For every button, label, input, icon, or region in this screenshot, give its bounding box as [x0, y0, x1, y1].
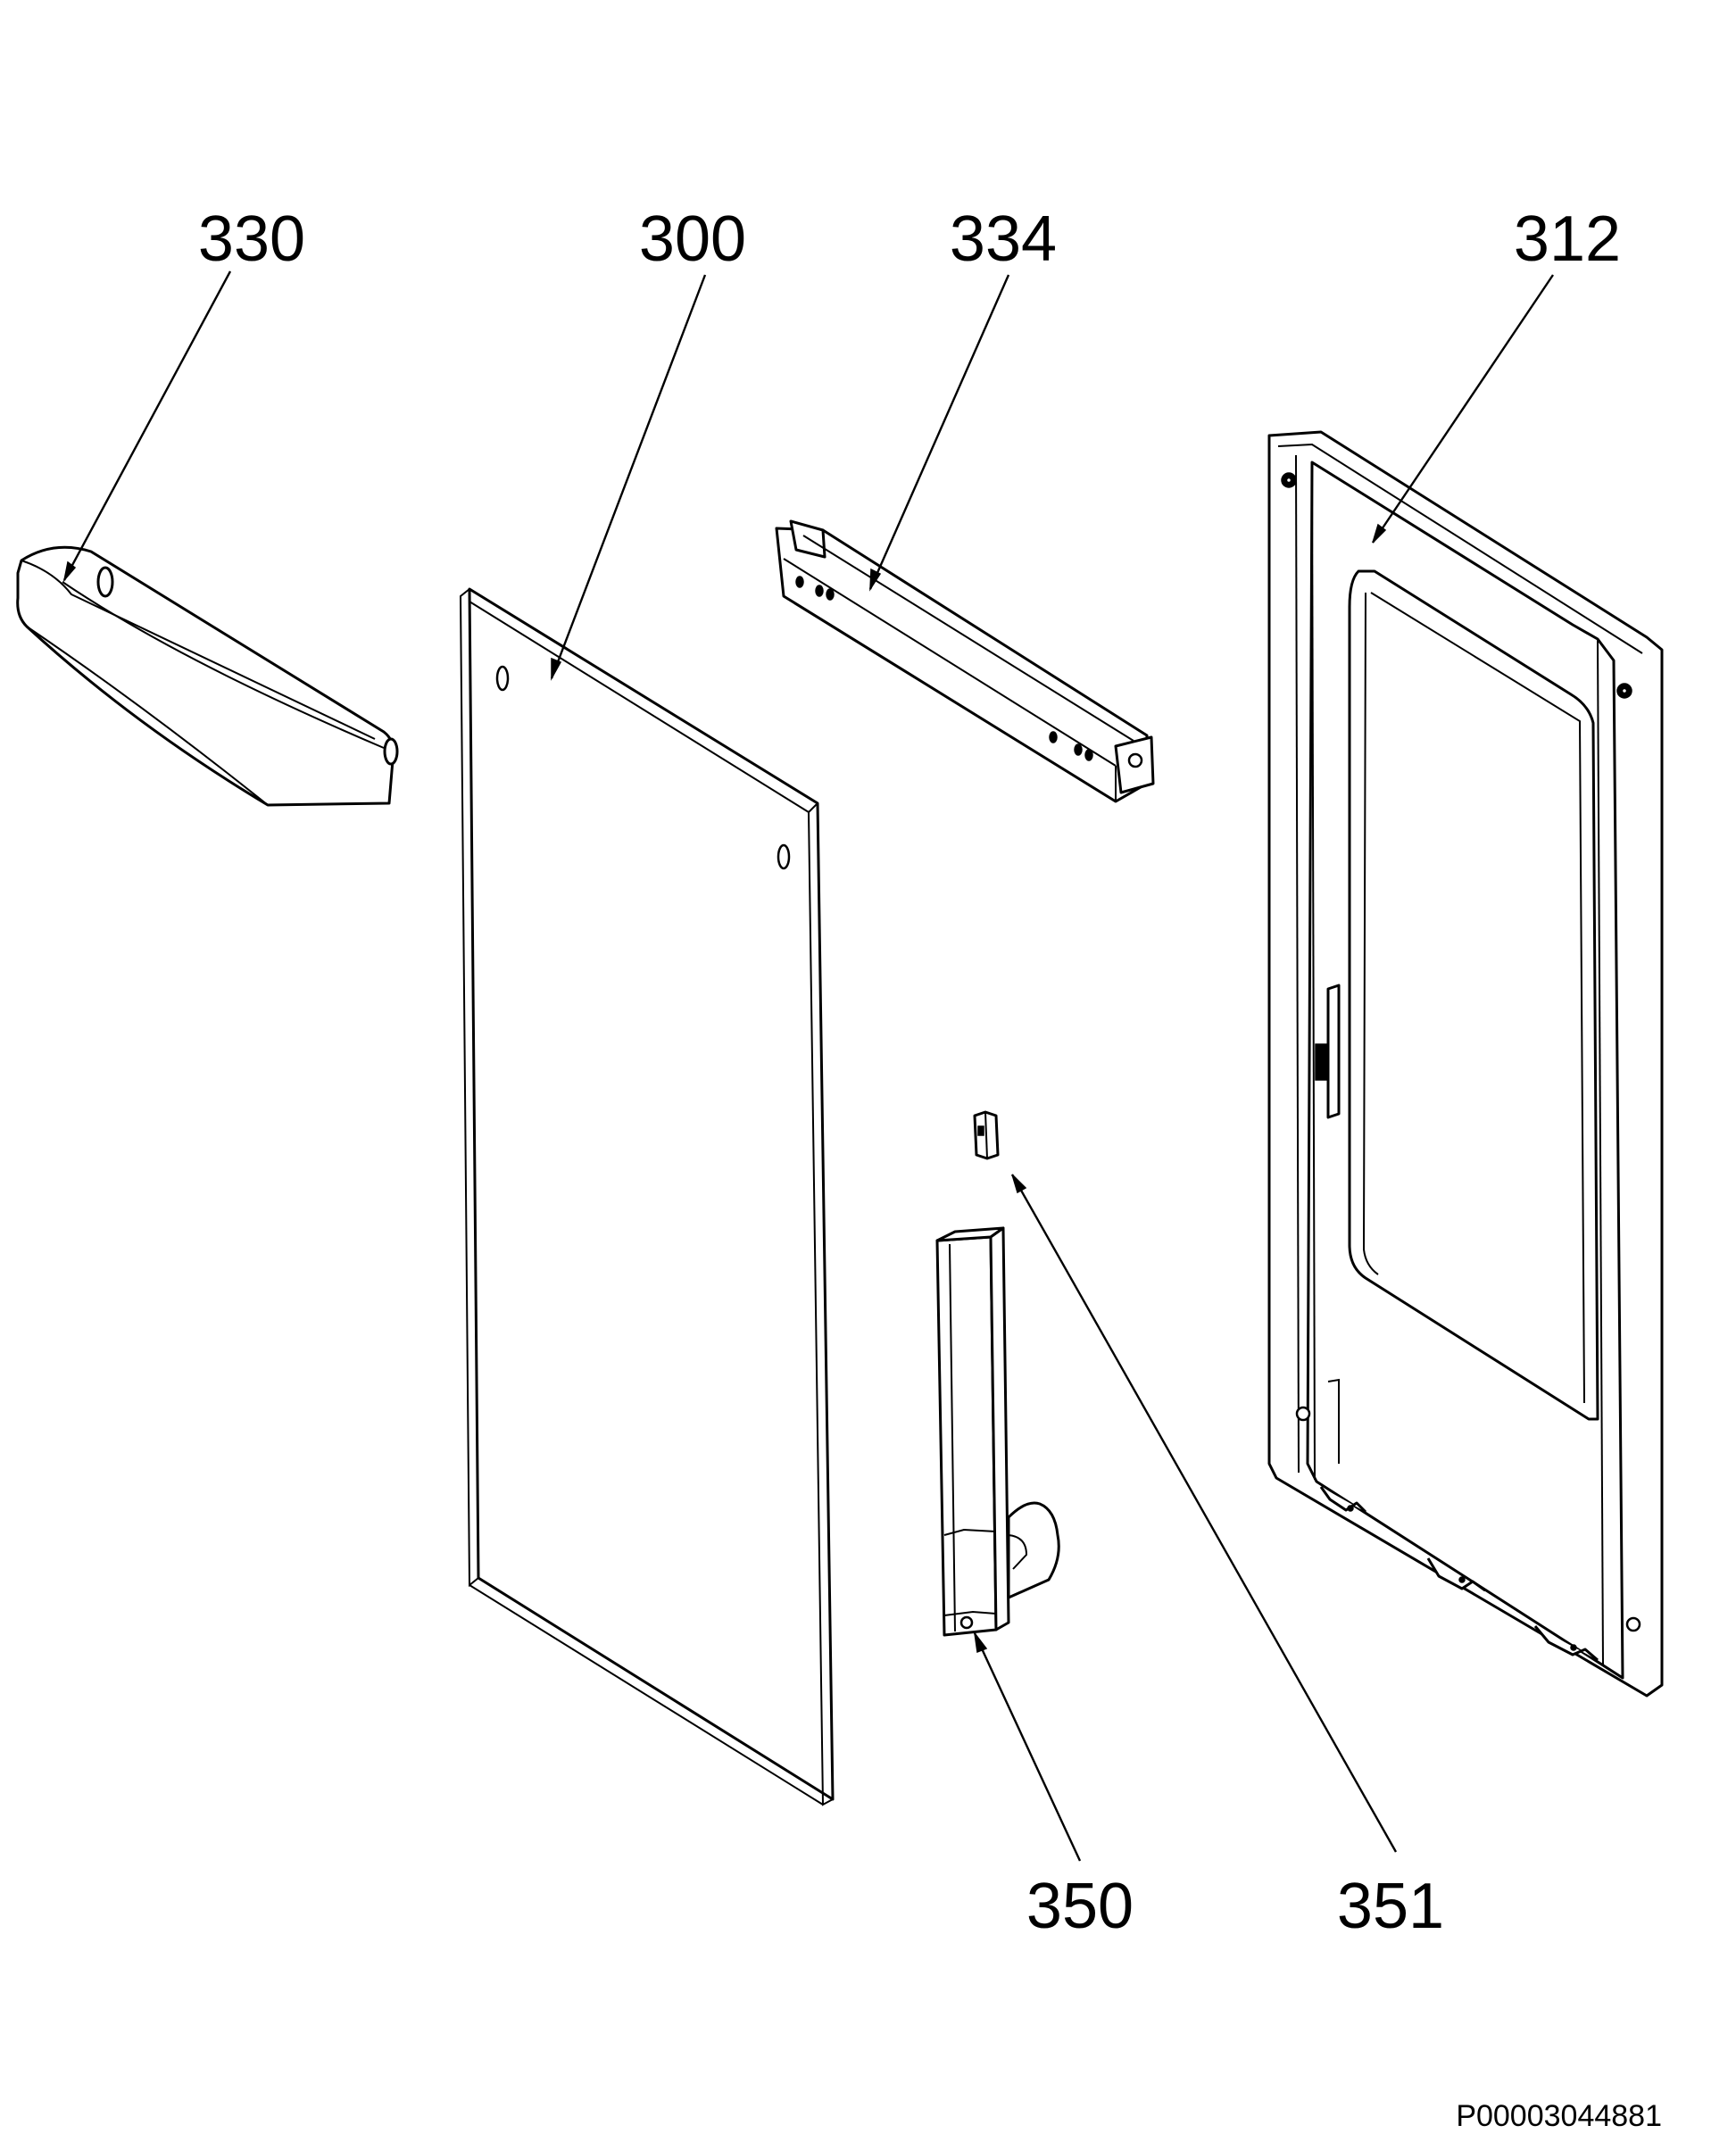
leader-351: [1010, 1174, 1398, 1853]
document-code: P00003044881: [1456, 2099, 1662, 2133]
leader-350-arrowhead: [973, 1631, 988, 1654]
part-300-glass-panel: [459, 587, 835, 1806]
leader-300-arrowhead: [551, 657, 562, 681]
part-350-hinge: [935, 1226, 1060, 1637]
leader-330-arrowhead: [62, 560, 77, 583]
leader-334-arrowhead: [869, 568, 882, 592]
leader-334: [868, 274, 1010, 590]
callout-label-330: 330: [198, 203, 305, 275]
leader-350: [973, 1632, 1082, 1862]
leader-330: [62, 270, 232, 581]
leader-351-arrowhead: [1011, 1174, 1027, 1194]
callout-label-350: 350: [1026, 1871, 1134, 1942]
callout-label-334: 334: [950, 203, 1057, 275]
leader-lines: [62, 270, 1554, 1862]
part-351-clip: [973, 1110, 1000, 1160]
leader-300: [550, 274, 707, 679]
leader-312-arrowhead: [1372, 523, 1387, 544]
callout-label-351: 351: [1337, 1871, 1444, 1942]
callout-label-312: 312: [1514, 203, 1621, 275]
part-330-door-handle: [16, 545, 399, 807]
part-334-upper-rail: [775, 519, 1155, 803]
leader-312: [1372, 274, 1554, 544]
part-312-door-frame: [1267, 430, 1664, 1698]
callout-label-300: 300: [639, 203, 746, 275]
callout-labels: 330 300 334 312 350 351: [198, 203, 1621, 1942]
